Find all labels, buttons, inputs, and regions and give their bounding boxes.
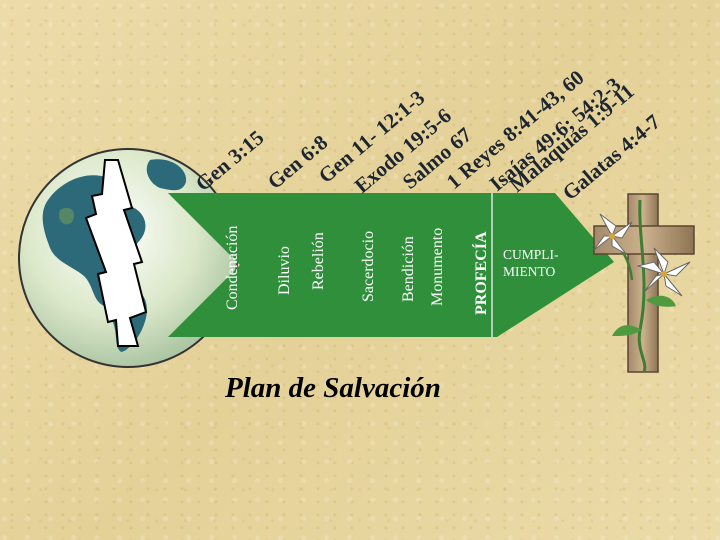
cross-with-lilies-icon <box>593 193 695 373</box>
stage-rebelion: Rebelión <box>310 232 327 290</box>
scripture-references: Gen 3:15 Gen 6:8 Gen 11- 12:1-3 Exodo 19… <box>191 65 665 205</box>
fulfillment-line-1: CUMPLI- <box>503 247 559 262</box>
timeline-arrow <box>168 193 614 337</box>
ref-gen-3-15: Gen 3:15 <box>191 125 269 196</box>
stage-diluvio: Diluvio <box>276 246 293 295</box>
fulfillment-line-2: MIENTO <box>503 264 556 279</box>
fulfillment-label: CUMPLI- MIENTO <box>503 246 559 280</box>
stage-bendicion: Bendición <box>400 236 417 302</box>
stage-profecia: PROFECÍA <box>471 231 490 315</box>
stage-labels: Condenación Diluvio Rebelión Sacerdocio … <box>224 226 490 315</box>
stage-sacerdocio: Sacerdocio <box>360 231 377 302</box>
stage-monumento: Monumento <box>429 228 446 306</box>
lightning-bolt-icon <box>84 159 148 347</box>
page-title: Plan de Salvación <box>225 372 441 404</box>
stage-condenacion: Condenación <box>224 226 241 310</box>
